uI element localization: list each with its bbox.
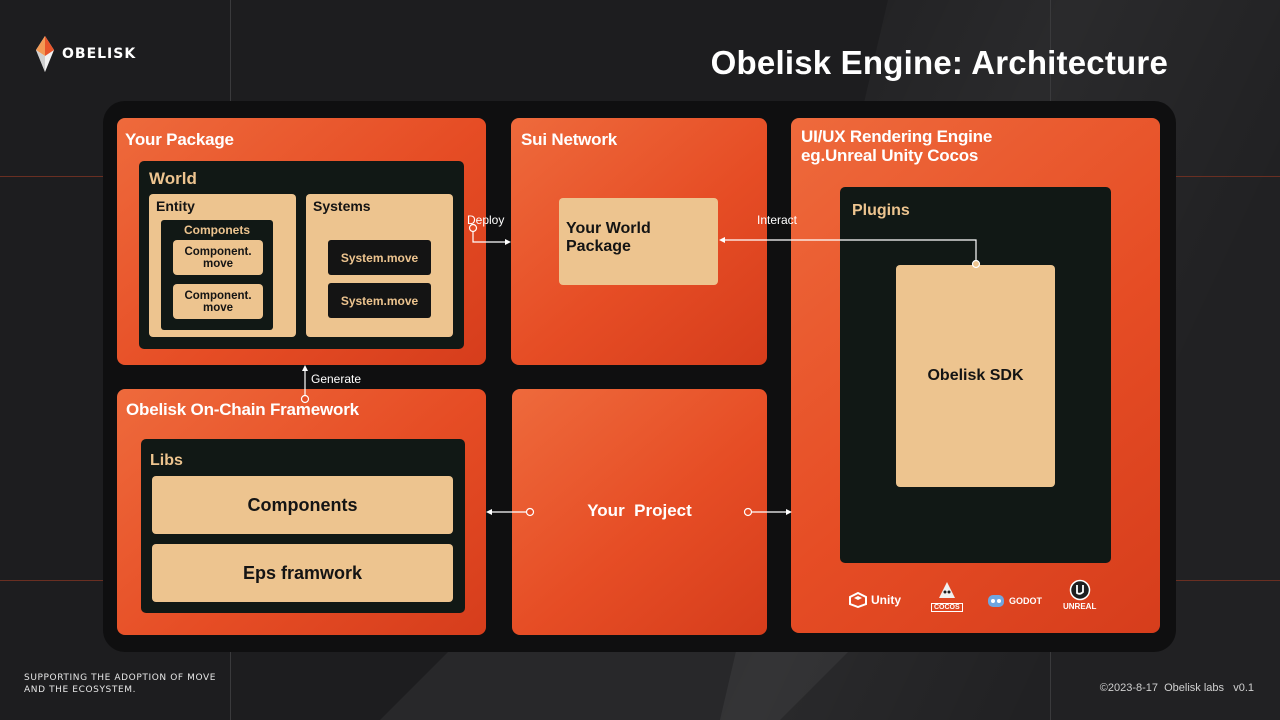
world-box: World Entity Componets Component. move C…	[139, 161, 464, 349]
system-move-2: System.move	[328, 283, 431, 318]
framework-panel: Obelisk On-Chain Framework Libs Componen…	[117, 389, 486, 635]
unreal-logo: UNREAL	[1063, 579, 1096, 611]
libs-label: Libs	[150, 452, 183, 469]
deploy-label: Deploy	[467, 213, 505, 227]
cocos-logo: COCOS	[931, 580, 963, 612]
obelisk-sdk-box: Obelisk SDK	[896, 265, 1055, 487]
unity-label: Unity	[871, 593, 901, 607]
godot-logo: GODOT	[987, 593, 1042, 609]
libs-box: Libs Components Eps framwork	[141, 439, 465, 613]
component-move-1: Component. move	[173, 240, 263, 275]
obelisk-logo-icon	[36, 36, 54, 72]
sui-network-panel: Sui Network Your World Package	[511, 118, 767, 365]
panel-title-line1: UI/UX Rendering Engine	[801, 127, 993, 146]
panel-title: Your Package	[125, 130, 234, 149]
world-package-label: Your World Package	[566, 220, 651, 255]
componets-box: Componets Component. move Component. mov…	[161, 220, 273, 330]
interact-label: Interact	[757, 213, 798, 227]
panel-title: Sui Network	[521, 130, 618, 149]
your-package-panel: Your Package World Entity Componets Comp…	[117, 118, 486, 365]
interact-arrow	[723, 239, 977, 262]
entity-box: Entity Componets Component. move Compone…	[149, 194, 296, 337]
eps-framework-box: Eps framwork	[152, 544, 453, 602]
godot-icon	[988, 595, 1004, 607]
component-move-2: Component. move	[173, 284, 263, 319]
panel-title-line2: eg.Unreal Unity Cocos	[801, 146, 979, 165]
page-title: Obelisk Engine: Architecture	[710, 44, 1168, 81]
your-project-label: Your Project	[587, 501, 692, 520]
footer-copyright: ©2023-8-17 Obelisk labs v0.1	[1099, 682, 1254, 694]
plugins-label: Plugins	[852, 202, 910, 219]
panel-title: Obelisk On-Chain Framework	[126, 400, 359, 419]
world-label: World	[149, 169, 197, 188]
generate-label: Generate	[311, 372, 362, 386]
componets-label: Componets	[184, 223, 250, 237]
components-box: Components	[152, 476, 453, 534]
cocos-icon	[938, 582, 955, 598]
deploy-arrow	[472, 232, 508, 243]
logo-text: OBELISK	[62, 46, 137, 62]
unity-logo: Unity	[849, 592, 901, 608]
unreal-icon	[1069, 579, 1090, 601]
unity-icon	[849, 592, 867, 608]
unreal-label: UNREAL	[1063, 602, 1097, 611]
footer-tagline: SUPPORTING THE ADOPTION OF MOVE AND THE …	[24, 672, 216, 696]
system-move-1: System.move	[328, 240, 431, 275]
obelisk-logo: OBELISK	[34, 34, 136, 74]
cocos-label: COCOS	[931, 603, 963, 612]
godot-label: GODOT	[1009, 596, 1042, 606]
tagline-line2: AND THE ECOSYSTEM.	[24, 685, 137, 695]
systems-label: Systems	[313, 198, 371, 214]
entity-label: Entity	[156, 198, 195, 214]
tagline-line1: SUPPORTING THE ADOPTION OF MOVE	[24, 673, 217, 683]
world-package-box: Your World Package	[559, 198, 718, 285]
your-project-panel: Your Project	[512, 389, 767, 635]
systems-box: Systems System.move System.move	[306, 194, 453, 337]
